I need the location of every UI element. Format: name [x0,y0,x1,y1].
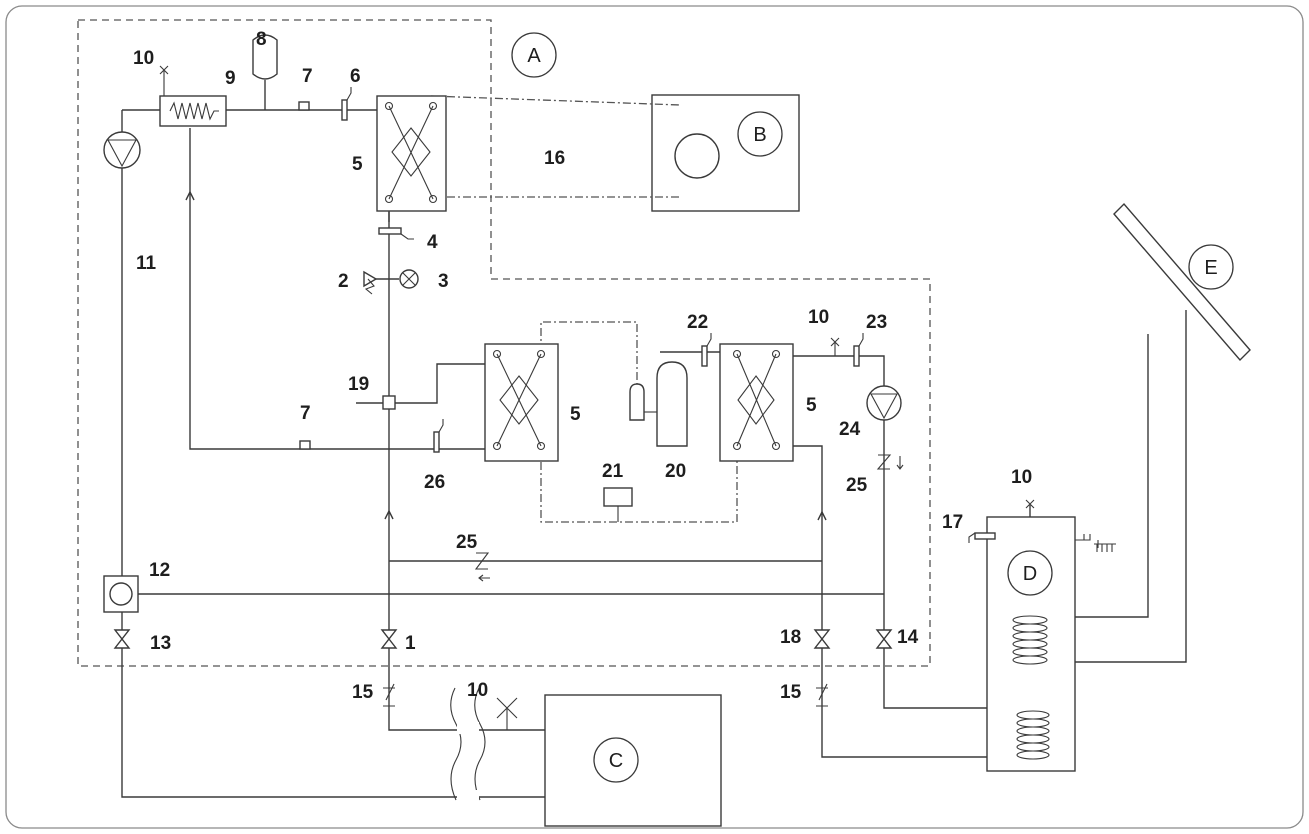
safety-valve-2 [363,270,378,295]
svg-text:7: 7 [302,66,313,87]
svg-text:B: B [753,124,766,146]
electric-heater [159,95,227,127]
flow-meter-12 [103,575,139,613]
pipe-break [450,687,486,801]
check-valve-15-left [383,683,395,707]
svg-text:10: 10 [133,48,154,69]
link-16-upper [430,95,681,106]
svg-text:E: E [1204,257,1217,279]
probe-4 [378,227,414,240]
check-valve-15-right [816,683,828,707]
svg-text:14: 14 [897,627,919,648]
pump-24 [866,385,902,421]
svg-text:15: 15 [352,682,374,703]
air-vent-10-top [159,65,169,96]
valve-19 [382,395,396,410]
heat-exchanger-top [376,95,447,212]
svg-text:10: 10 [1011,467,1032,488]
svg-text:6: 6 [350,66,361,87]
svg-text:25: 25 [846,475,868,496]
valve-18 [813,629,831,649]
svg-text:D: D [1023,563,1037,585]
tank-upper-coil [1012,615,1048,665]
pump-11 [103,131,141,169]
air-vent-10-bottom [496,697,518,730]
svg-text:24: 24 [839,419,861,440]
svg-text:5: 5 [570,404,581,425]
svg-text:1: 1 [405,633,416,654]
heat-exchanger-middle-left [484,343,559,462]
svg-text:A: A [527,45,541,67]
svg-text:8: 8 [256,29,267,50]
shower-icon [1075,534,1116,552]
heat-exchanger-middle-right [719,343,794,462]
svg-text:15: 15 [780,682,802,703]
outer-frame [5,5,1304,829]
svg-text:17: 17 [942,512,963,533]
svg-text:5: 5 [352,154,363,175]
air-vent-10-mid [830,337,840,356]
check-valve-25-middle [474,552,490,582]
unit-b: B [651,94,800,212]
svg-text:11: 11 [136,253,157,274]
valve-14 [875,629,893,649]
svg-text:22: 22 [687,312,708,333]
refrigerant-loop [540,321,738,523]
unit-d-tank: D [986,516,1116,772]
svg-text:2: 2 [338,271,349,292]
svg-text:25: 25 [456,532,478,553]
probe-22 [701,333,712,367]
unit-e-solar-collector: E [1113,202,1251,362]
svg-text:18: 18 [780,627,801,648]
valve-13 [113,629,131,649]
expansion-vessel [252,34,278,80]
svg-text:3: 3 [438,271,449,292]
svg-text:5: 5 [806,395,817,416]
unit-a-boundary [77,19,931,667]
svg-text:23: 23 [866,312,887,333]
probe-17 [968,532,996,543]
valve-1 [380,629,398,649]
svg-text:21: 21 [602,461,624,482]
svg-text:26: 26 [424,472,445,493]
manometer-3 [399,269,419,289]
svg-text:12: 12 [149,560,170,581]
probe-26 [433,419,444,453]
controller-21 [603,487,633,522]
tank-lower-coil [1016,710,1050,760]
svg-text:19: 19 [348,374,369,395]
svg-text:10: 10 [467,680,488,701]
unit-a-label: A [511,32,557,78]
svg-text:9: 9 [225,68,236,89]
sensor-7-top [298,101,310,111]
svg-text:7: 7 [300,403,311,424]
compressor-20 [629,361,688,447]
svg-text:16: 16 [544,148,565,169]
svg-text:4: 4 [427,232,438,253]
air-vent-10-tank [1025,499,1035,509]
probe-6 [341,87,352,121]
sensor-7-bottom [299,440,311,450]
svg-text:20: 20 [665,461,686,482]
svg-text:13: 13 [150,633,171,654]
probe-23 [853,333,864,367]
svg-text:10: 10 [808,307,829,328]
check-valve-25-right [876,454,904,470]
pipe-break-gap-2 [457,790,479,802]
pipe-break-gap [457,722,479,734]
component-labels: 1 2 3 4 5 5 5 6 7 7 8 9 10 10 10 10 11 1… [133,29,1032,703]
unit-c: C [544,694,722,827]
svg-text:C: C [609,750,623,772]
